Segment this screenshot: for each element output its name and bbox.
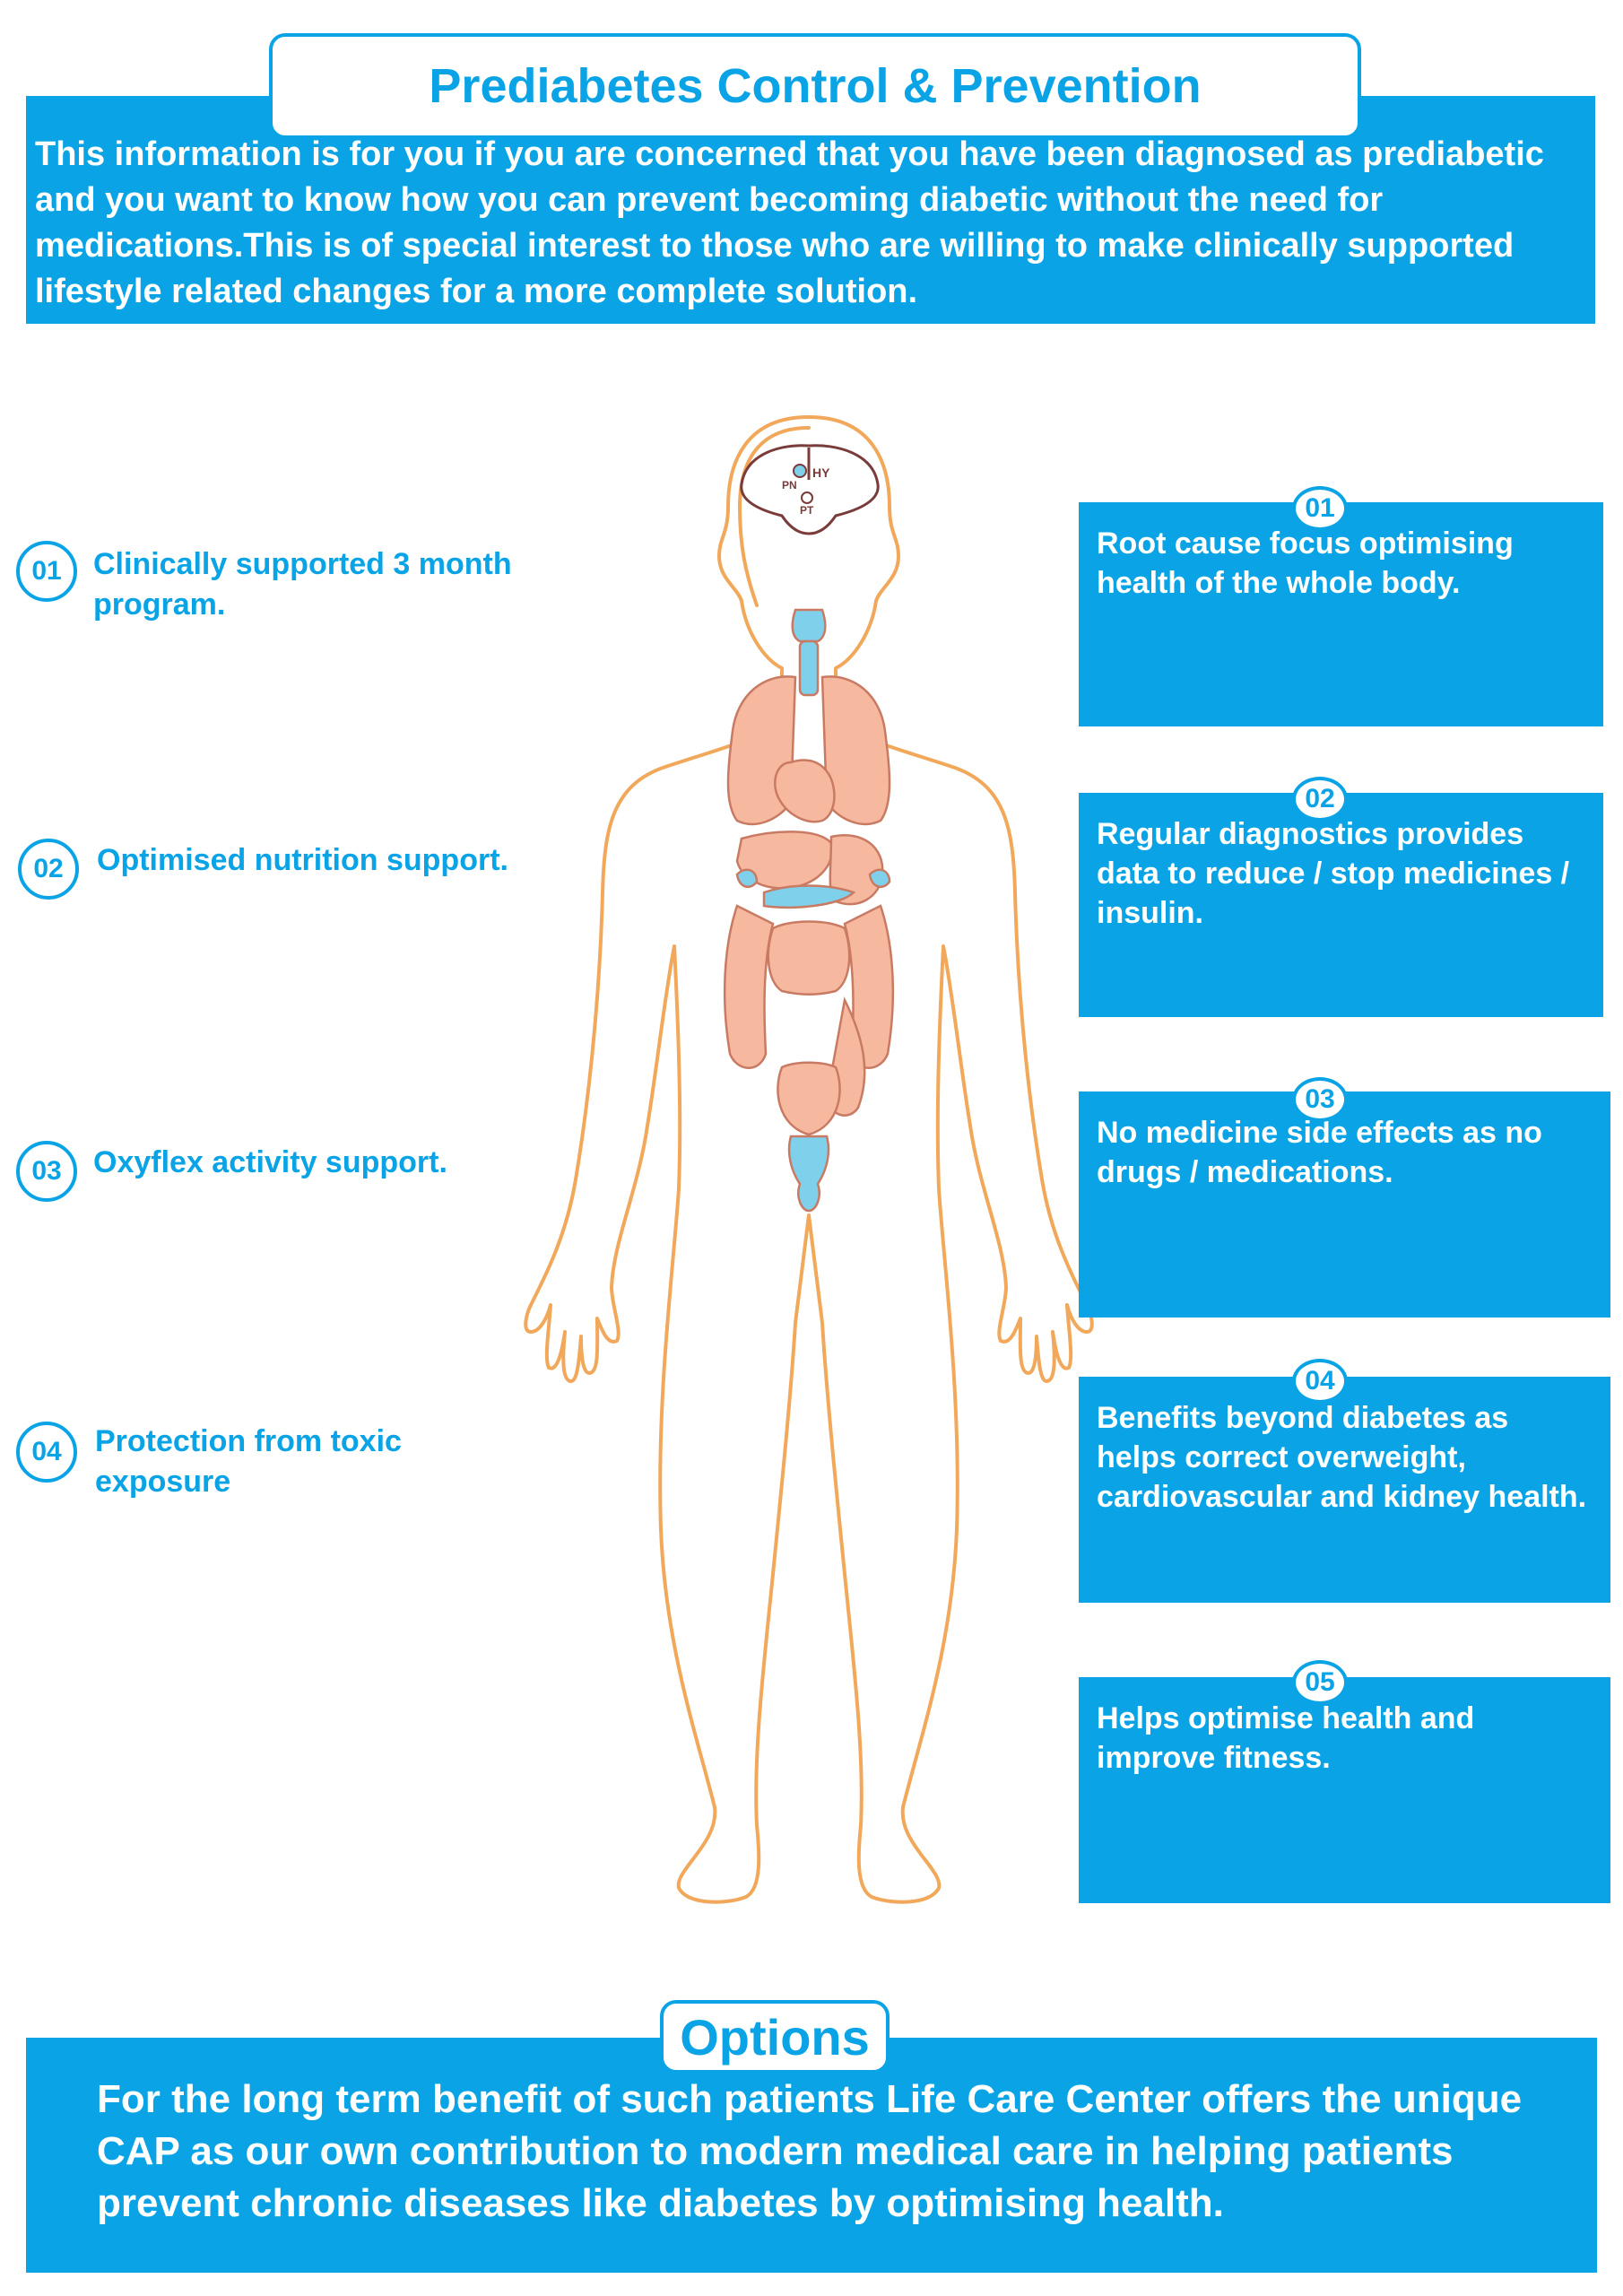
trachea bbox=[798, 639, 820, 697]
program-item: 03 Oxyflex activity support. bbox=[16, 1141, 554, 1213]
brain-diagram: HY PN PT bbox=[740, 444, 880, 535]
brain-label-pt: PT bbox=[800, 504, 814, 517]
benefit-text: No medicine side effects as no drugs / m… bbox=[1097, 1116, 1542, 1189]
benefit-box: Root cause focus optimising health of th… bbox=[1079, 502, 1603, 726]
options-title: Options bbox=[660, 2000, 890, 2074]
benefit-text: Benefits beyond diabetes as helps correc… bbox=[1097, 1401, 1587, 1514]
stomach bbox=[829, 834, 884, 906]
benefit-number: 02 bbox=[1292, 777, 1348, 822]
options-text: For the long term benefit of such patien… bbox=[97, 2077, 1523, 2225]
brain-label-pn: PN bbox=[782, 479, 797, 491]
small-intestine bbox=[767, 920, 851, 996]
benefit-box: Regular diagnostics provides data to red… bbox=[1079, 793, 1603, 1017]
program-item-number: 03 bbox=[16, 1141, 77, 1202]
large-intestine bbox=[723, 904, 895, 1069]
program-item: 02 Optimised nutrition support. bbox=[18, 839, 556, 910]
head-outline bbox=[524, 415, 1094, 1904]
heart bbox=[774, 759, 836, 823]
program-item-number: 04 bbox=[16, 1422, 77, 1483]
reproductive-organs bbox=[787, 1135, 830, 1213]
right-lung bbox=[820, 675, 891, 826]
program-item-label: Clinically supported 3 month program. bbox=[93, 547, 512, 622]
right-adrenal bbox=[868, 868, 891, 889]
head-inner-outline bbox=[738, 426, 811, 607]
intro-text: This information is for you if you are c… bbox=[35, 135, 1544, 310]
program-item-label: Optimised nutrition support. bbox=[97, 843, 508, 877]
pancreas bbox=[762, 884, 856, 909]
left-adrenal bbox=[735, 868, 759, 889]
program-item-label: Oxyflex activity support. bbox=[93, 1145, 447, 1179]
internal-organs bbox=[723, 608, 895, 1213]
benefit-number: 05 bbox=[1292, 1660, 1348, 1705]
program-item: 01 Clinically supported 3 month program. bbox=[16, 541, 554, 631]
benefit-box: Helps optimise health and improve fitnes… bbox=[1079, 1677, 1610, 1903]
human-body-illustration: HY PN PT bbox=[524, 415, 1094, 1904]
program-item-label: Protection from toxic exposure bbox=[95, 1424, 402, 1499]
benefit-text: Root cause focus optimising health of th… bbox=[1097, 526, 1514, 600]
benefit-number: 03 bbox=[1292, 1077, 1348, 1122]
page-title: Prediabetes Control & Prevention bbox=[269, 33, 1361, 139]
program-item-number: 02 bbox=[18, 839, 79, 900]
benefit-text: Regular diagnostics provides data to red… bbox=[1097, 817, 1570, 930]
options-banner: For the long term benefit of such patien… bbox=[26, 2038, 1597, 2273]
thyroid-gland bbox=[791, 608, 827, 643]
bladder bbox=[777, 1061, 841, 1136]
benefit-number: 01 bbox=[1292, 486, 1348, 531]
brain-label-hy: HY bbox=[812, 465, 830, 480]
program-item-number: 01 bbox=[16, 541, 77, 602]
benefit-box: No medicine side effects as no drugs / m… bbox=[1079, 1091, 1610, 1318]
benefit-text: Helps optimise health and improve fitnes… bbox=[1097, 1701, 1475, 1775]
program-item: 04 Protection from toxic exposure bbox=[16, 1422, 554, 1511]
benefit-number: 04 bbox=[1292, 1359, 1348, 1404]
benefit-box: Benefits beyond diabetes as helps correc… bbox=[1079, 1377, 1610, 1603]
